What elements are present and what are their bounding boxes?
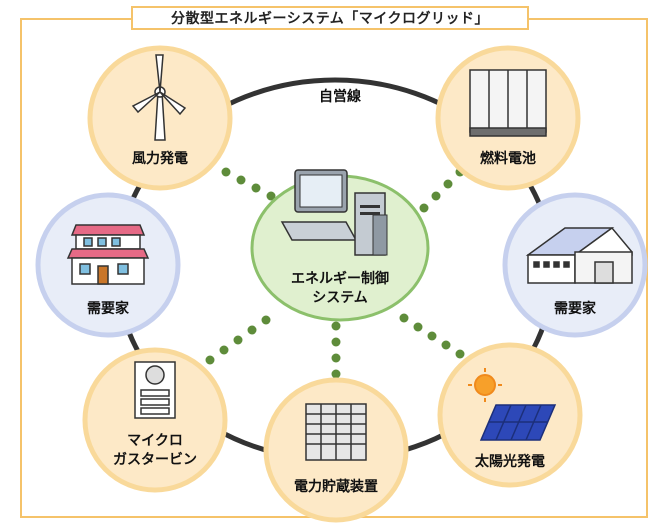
connector-fuel-cell bbox=[419, 167, 465, 213]
demand-right-label: 需要家 bbox=[554, 301, 596, 317]
warehouse-icon bbox=[525, 226, 633, 284]
sun-icon bbox=[468, 368, 502, 402]
grid-line-label: 自営線 bbox=[319, 89, 361, 105]
fuel-cell-label: 燃料電池 bbox=[480, 151, 536, 167]
micro-turbine-label-1: マイクロ bbox=[127, 433, 183, 449]
diagram-title: 分散型エネルギーシステム「マイクログリッド」 bbox=[131, 6, 529, 30]
fuel-cell-icon bbox=[469, 69, 547, 137]
micro-turbine-label-2: ガスタービン bbox=[113, 452, 197, 468]
connector-storage bbox=[331, 321, 341, 379]
gas-turbine-icon bbox=[134, 361, 176, 419]
wind-turbine-icon bbox=[131, 54, 187, 141]
control-system-label-1: エネルギー制御 bbox=[291, 271, 389, 287]
connector-solar bbox=[399, 313, 465, 359]
demand-left-label: 需要家 bbox=[87, 301, 129, 317]
wind-label: 風力発電 bbox=[132, 151, 188, 167]
solar-panel-icon bbox=[479, 404, 557, 441]
computer-icon bbox=[280, 169, 388, 256]
storage-label: 電力貯蔵装置 bbox=[294, 479, 378, 495]
connector-micro-turbine bbox=[205, 315, 271, 365]
storage-icon bbox=[305, 403, 367, 461]
house-icon bbox=[66, 224, 150, 285]
control-system-label-2: システム bbox=[312, 290, 368, 306]
micro-turbine-node bbox=[82, 347, 228, 493]
solar-label: 太陽光発電 bbox=[475, 454, 545, 470]
connector-wind bbox=[221, 167, 276, 201]
